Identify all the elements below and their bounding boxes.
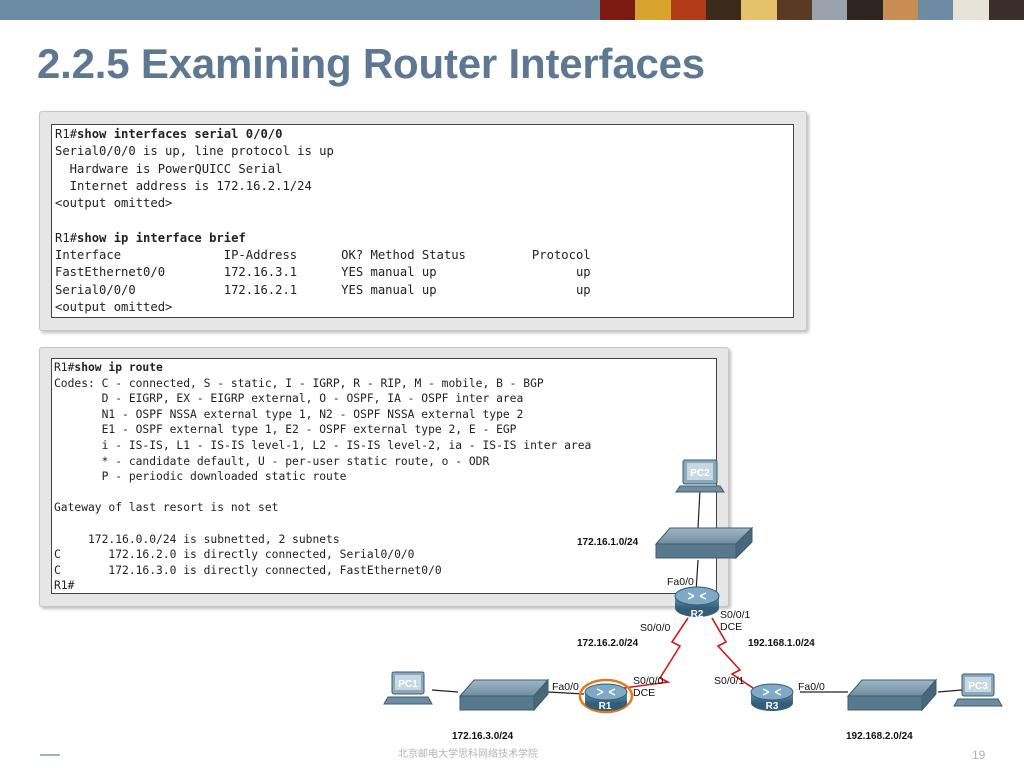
pc3-label: PC3 [968,681,988,692]
pc3-icon: PC3 [953,673,1003,707]
cli-line: Serial0/0/0 is up, line protocol is up [55,144,334,159]
network-label: 192.168.1.0/24 [748,638,815,649]
cli-line: <output omitted> [55,196,173,211]
switch-icon [458,678,550,712]
r2-label: R2 [691,609,704,620]
network-label: 172.16.2.0/24 [577,638,639,649]
interface-label: Fa0/0 [798,681,825,693]
banner-photo-strip [600,0,1024,20]
cli-prompt: R1# [54,579,75,593]
pc1-label: PC1 [398,679,418,690]
switch-icon [846,678,938,712]
cli-output-route: R1#show ip route Codes: C - connected, S… [54,360,591,594]
table-header: Interface IP-Address OK? Method Status P… [55,248,591,263]
r3-label: R3 [766,701,779,712]
interface-label: S0/0/1 [720,609,751,621]
cli-line: 172.16.0.0/24 is subnetted, 2 subnets [54,532,340,546]
cli-line: P - periodic downloaded static route [54,470,347,484]
cli-line: N1 - OSPF NSSA external type 1, N2 - OSP… [54,407,524,421]
cli-line: <output omitted> [55,299,173,314]
cli-line: Internet address is 172.16.2.1/24 [55,178,312,193]
interface-label: S0/0/0 [640,622,671,634]
interface-label: S0/0/1 [714,675,745,687]
cli-line: D - EIGRP, EX - EIGRP external, O - OSPF… [54,392,524,406]
cli-line: * - candidate default, U - per-user stat… [54,454,490,468]
interface-label: S0/0/0 [633,675,664,687]
r1-label: R1 [599,701,612,712]
router-r3-icon: R3 [750,683,794,712]
interface-label: Fa0/0 [667,576,694,588]
cli-line: Gateway of last resort is not set [54,501,279,515]
pc1-icon: PC1 [383,671,433,705]
network-label: 192.168.2.0/24 [846,731,913,742]
network-label: 172.16.3.0/24 [452,731,514,742]
route-entry: C 172.16.2.0 is directly connected, Seri… [54,548,415,562]
cli-output-interfaces: R1#show interfaces serial 0/0/0 Serial0/… [55,126,591,316]
cli-line: E1 - OSPF external type 1, E2 - OSPF ext… [54,423,517,437]
cli-line: i - IS-IS, L1 - IS-IS level-1, L2 - IS-I… [54,438,592,452]
cli-prompt: R1# [54,361,75,374]
table-row: Serial0/0/0 172.16.2.1 YES manual up up [55,282,591,297]
page-number: 19 [972,748,986,762]
cli-command: show ip interface brief [77,230,246,245]
table-row: FastEthernet0/0 172.16.3.1 YES manual up… [55,265,591,280]
cli-command: show ip route [74,361,163,374]
router-r1-icon: R1 [578,678,634,714]
cli-command: show interfaces serial 0/0/0 [77,127,283,141]
cli-line: Hardware is PowerQUICC Serial [55,161,283,176]
interface-label: DCE [720,621,743,633]
cli-line: Codes: C - connected, S - static, I - IG… [54,376,544,390]
route-entry: C 172.16.3.0 is directly connected, Fast… [54,563,442,577]
footer-logo [40,746,60,756]
slide-title: 2.2.5 Examining Router Interfaces [37,40,705,87]
cli-window-route [51,358,717,594]
cli-prompt: R1# [55,127,78,141]
cli-prompt: R1# [55,230,78,245]
interface-label: DCE [633,687,656,699]
interface-label: Fa0/0 [552,681,579,693]
cli-window-interfaces [51,124,794,318]
network-label: 172.16.1.0/24 [577,537,639,548]
footer-text: 北京邮电大学思科网络技术学院 [398,749,538,760]
